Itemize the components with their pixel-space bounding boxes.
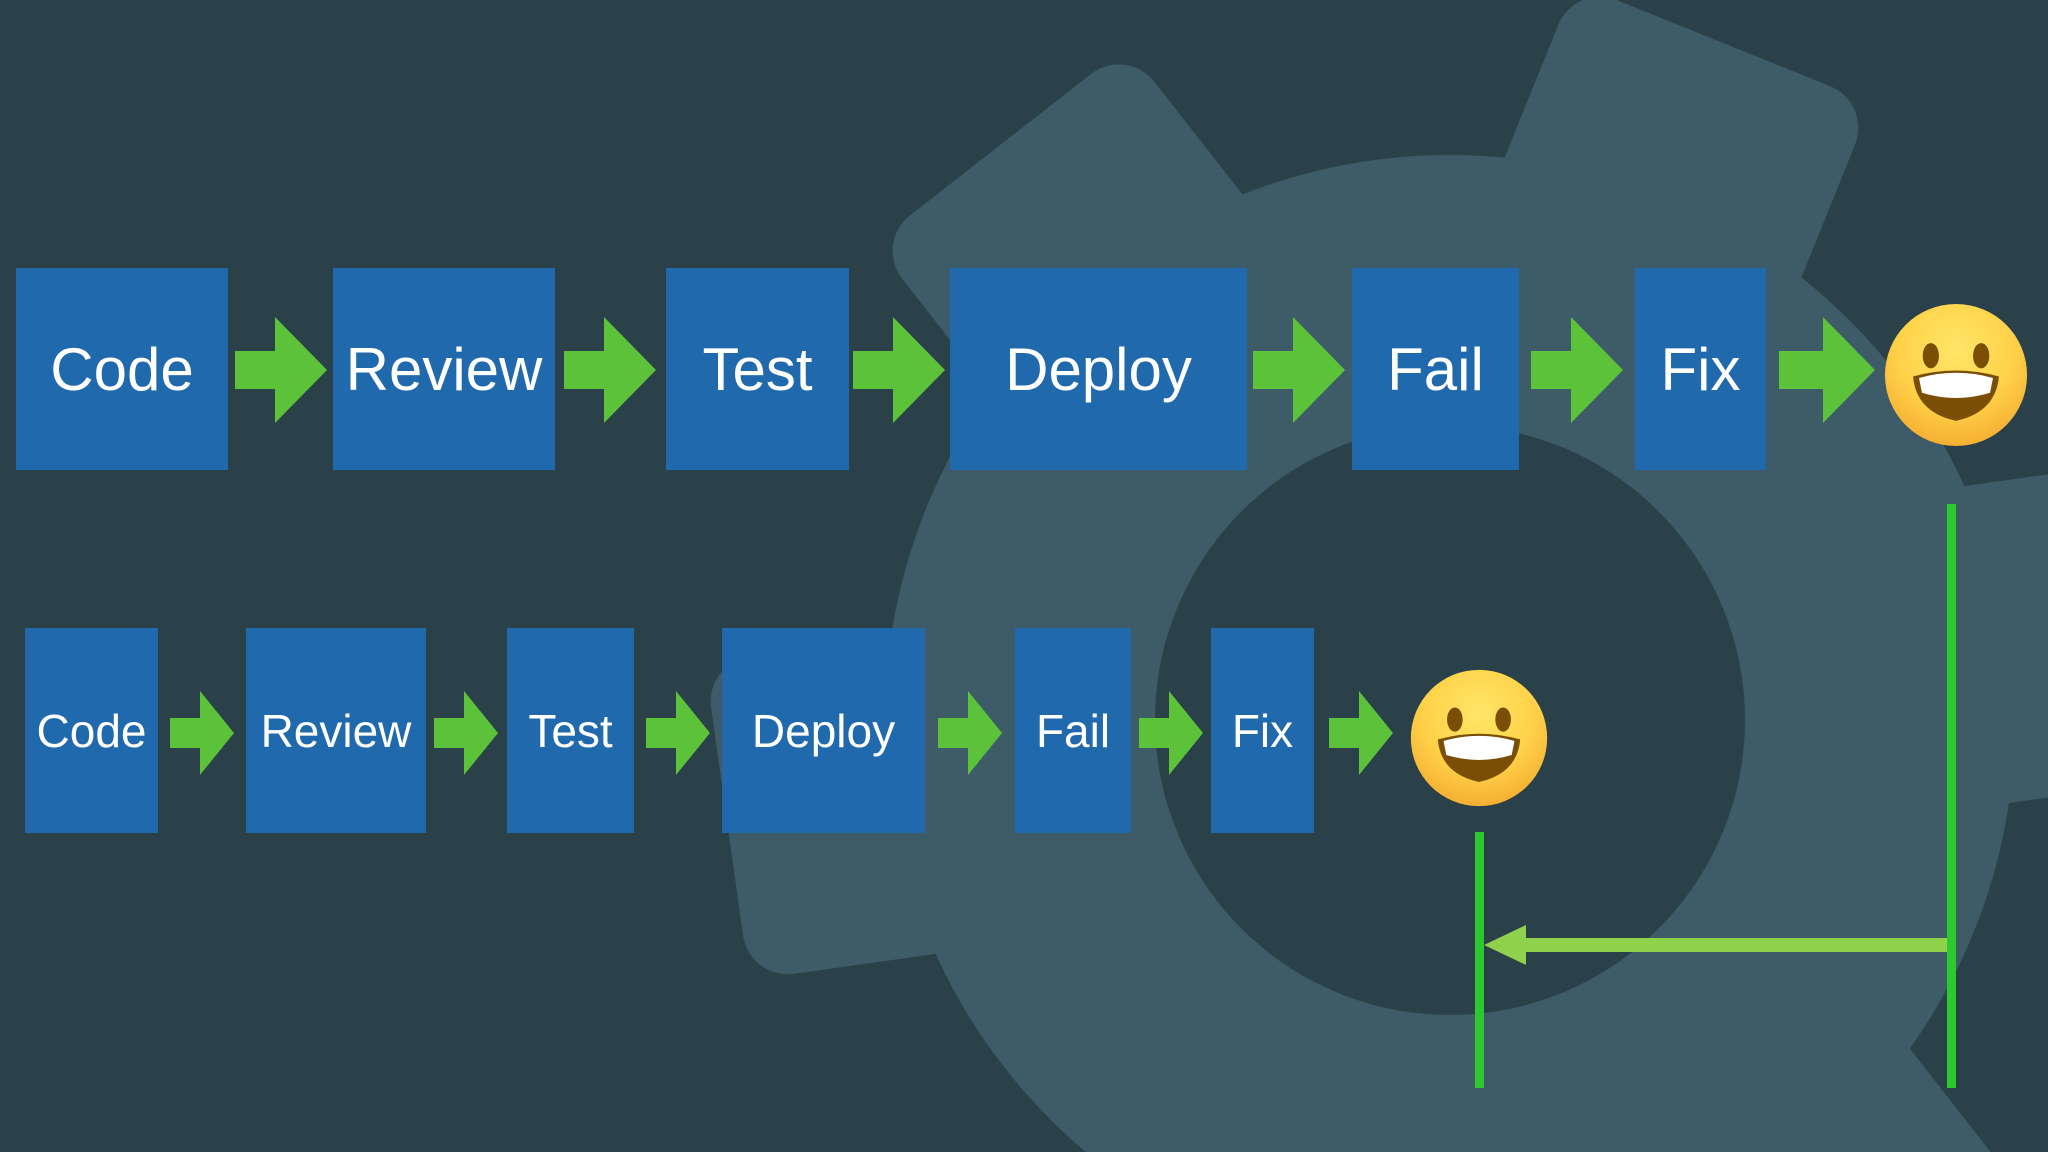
arrow-head <box>200 691 234 775</box>
step-label: Deploy <box>1005 335 1192 403</box>
arrow-shaft <box>1329 718 1359 748</box>
step-label: Test <box>702 335 813 403</box>
arrow-head <box>1169 691 1203 775</box>
emoji-eye <box>1922 343 1939 369</box>
arrow-shaft <box>1531 351 1571 389</box>
arrow-shaft <box>564 351 604 389</box>
emoji-eye <box>1447 707 1463 732</box>
arrow-shaft <box>1779 351 1823 389</box>
flow-step-code-row1: Code <box>16 268 228 470</box>
arrow-shaft <box>1139 718 1169 748</box>
arrow-shaft <box>853 351 893 389</box>
left-arrow-head <box>1484 925 1526 965</box>
right-arrow-icon <box>646 691 710 775</box>
step-label: Fix <box>1231 704 1294 757</box>
arrow-head <box>464 691 498 775</box>
emoji-eye <box>1973 343 1990 369</box>
time-saved-left-arrow-icon <box>1484 925 1947 965</box>
step-label: Review <box>345 335 543 403</box>
arrow-shaft <box>434 718 464 748</box>
step-label: Code <box>50 335 194 403</box>
grinning-face-emoji <box>1410 669 1548 807</box>
right-arrow-icon <box>170 691 234 775</box>
left-arrow-shaft <box>1526 938 1947 952</box>
arrow-head <box>1571 317 1623 423</box>
arrow-shaft <box>1253 351 1293 389</box>
timeline-drop-line-bottom-outcome <box>1475 832 1484 1088</box>
right-arrow-icon <box>853 317 945 423</box>
emoji-teeth <box>1443 735 1515 761</box>
flow-step-test-row2: Test <box>507 628 634 833</box>
right-arrow-icon <box>1329 691 1393 775</box>
step-label: Fix <box>1660 335 1741 403</box>
step-label: Fail <box>1035 704 1111 757</box>
flow-step-code-row2: Code <box>25 628 158 833</box>
step-label: Test <box>528 704 613 757</box>
arrow-head <box>604 317 656 423</box>
flow-step-deploy-row2: Deploy <box>722 628 925 833</box>
arrow-head <box>1359 691 1393 775</box>
right-arrow-icon <box>1253 317 1345 423</box>
right-arrow-icon <box>235 317 327 423</box>
arrow-shaft <box>235 351 275 389</box>
emoji-eye <box>1495 707 1511 732</box>
step-label: Deploy <box>751 704 896 757</box>
arrow-head <box>275 317 327 423</box>
flow-step-fail-row2: Fail <box>1015 628 1131 833</box>
timeline-drop-line-top-outcome <box>1947 504 1956 1088</box>
arrow-head <box>1293 317 1345 423</box>
step-label: Code <box>36 704 147 757</box>
flow-step-fail-row1: Fail <box>1352 268 1519 470</box>
arrow-head <box>1823 317 1875 423</box>
flow-step-fix-row1: Fix <box>1635 268 1766 470</box>
right-arrow-icon <box>1531 317 1623 423</box>
flow-step-review-row1: Review <box>333 268 555 470</box>
emoji-teeth <box>1919 372 1993 398</box>
arrow-shaft <box>170 718 200 748</box>
flow-step-test-row1: Test <box>666 268 849 470</box>
arrow-shaft <box>938 718 968 748</box>
grinning-face-emoji <box>1884 303 2028 447</box>
right-arrow-icon <box>1139 691 1203 775</box>
step-label: Review <box>260 704 412 757</box>
flow-step-review-row2: Review <box>246 628 426 833</box>
right-arrow-icon <box>1779 317 1875 423</box>
right-arrow-icon <box>564 317 656 423</box>
arrow-head <box>893 317 945 423</box>
arrow-head <box>968 691 1002 775</box>
right-arrow-icon <box>938 691 1002 775</box>
step-label: Fail <box>1387 335 1484 403</box>
right-arrow-icon <box>434 691 498 775</box>
flow-step-fix-row2: Fix <box>1211 628 1314 833</box>
flow-step-deploy-row1: Deploy <box>950 268 1247 470</box>
arrow-head <box>676 691 710 775</box>
arrow-shaft <box>646 718 676 748</box>
